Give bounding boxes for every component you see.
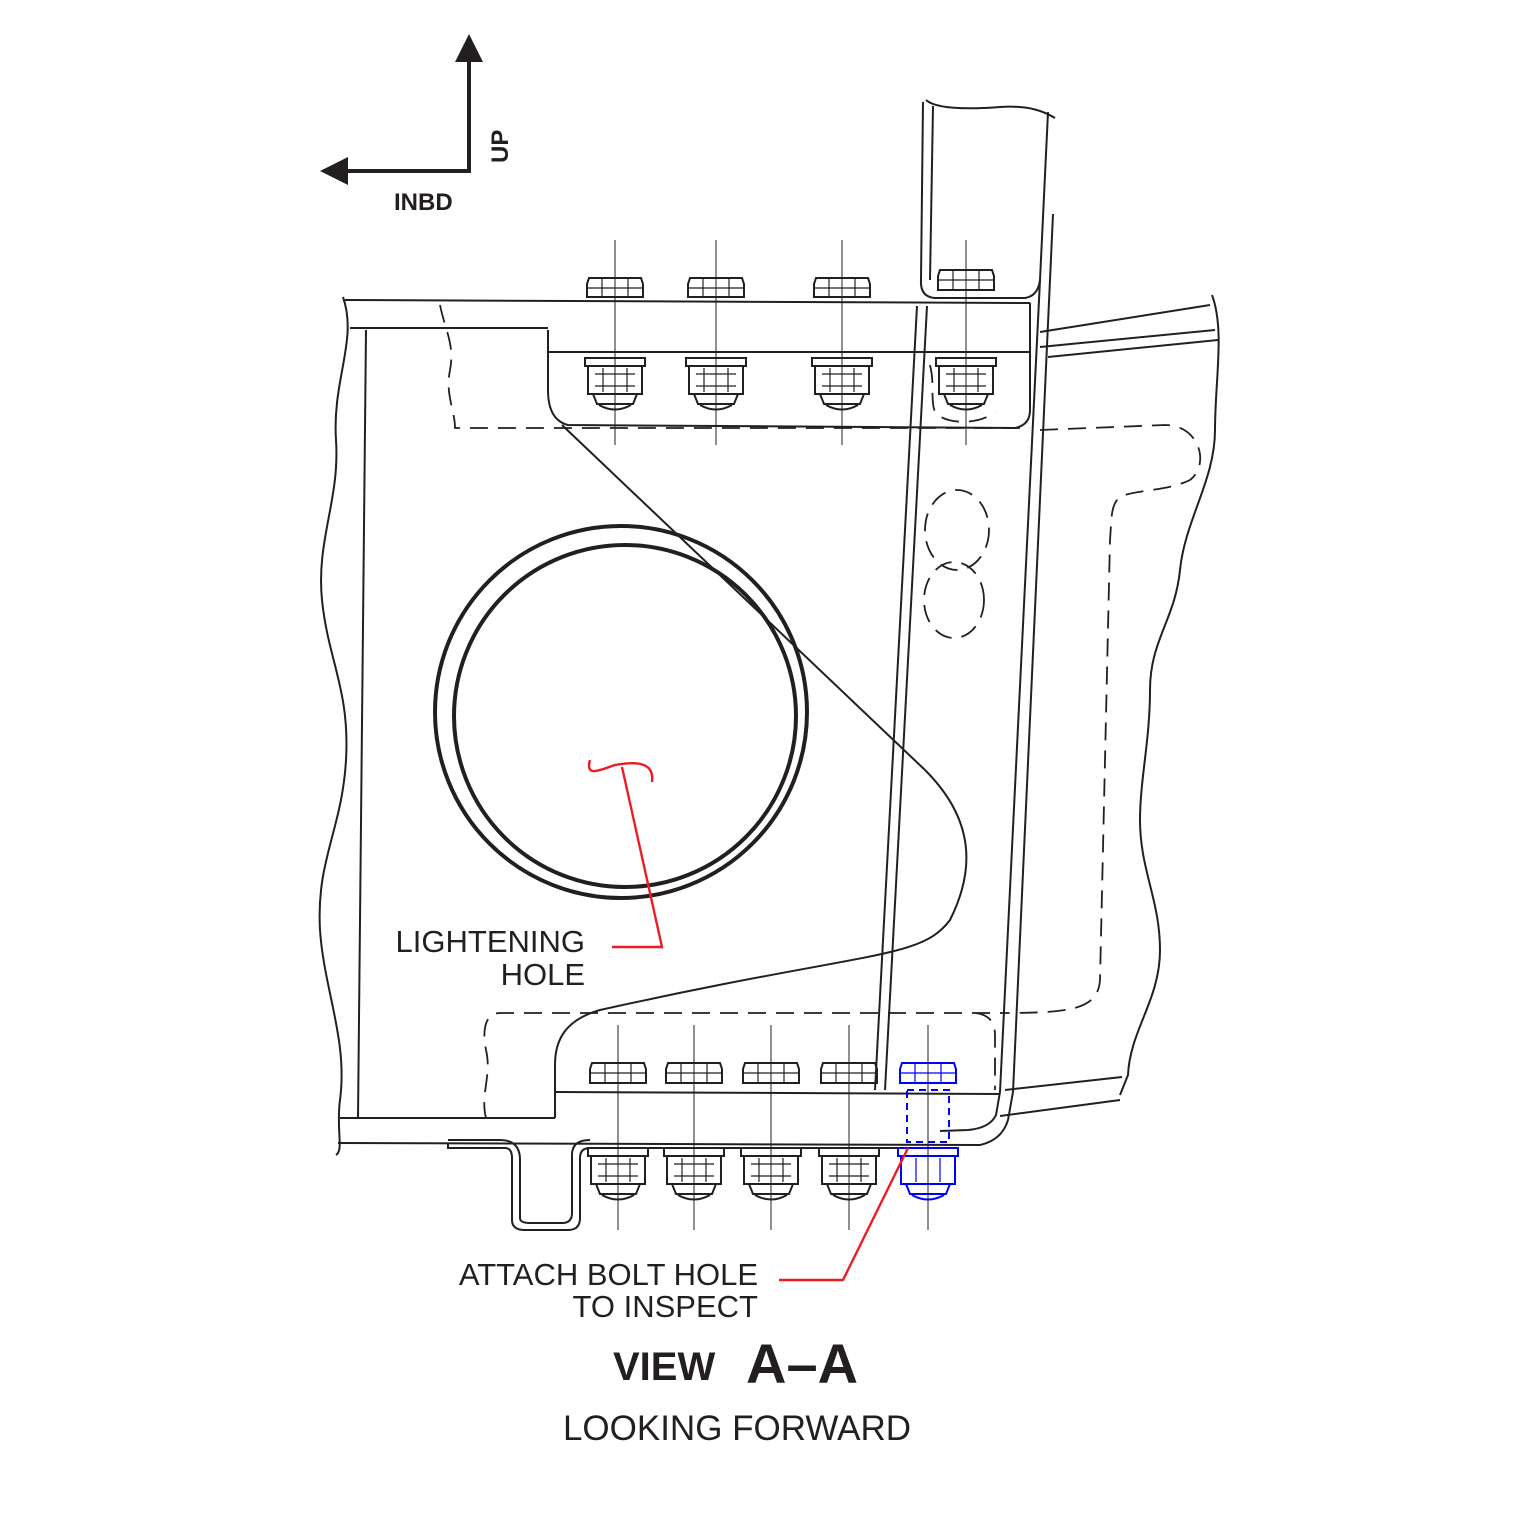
up-label: UP [487, 130, 514, 163]
lightening-hole-leader [587, 759, 654, 783]
arrow-left-icon [320, 157, 348, 185]
bolt-upper-4 [935, 240, 997, 445]
bolt-lower-4 [818, 1025, 880, 1230]
view-prefix: VIEW [613, 1345, 715, 1389]
view-subtitle: LOOKING FORWARD [563, 1409, 911, 1448]
view-name: A–A [746, 1332, 858, 1395]
lightening-hole [433, 524, 809, 900]
right-skin-structure [555, 294, 1220, 1117]
bolt-to-inspect [897, 1025, 959, 1230]
lower-clip [447, 1139, 905, 1231]
lightening-label-line2: HOLE [501, 957, 585, 992]
bolt-hole-label-line1: ATTACH BOLT HOLE [459, 1257, 758, 1292]
lower-bolt-row [587, 1025, 959, 1230]
bolt-upper-3 [811, 240, 873, 445]
inboard-label: INBD [394, 189, 453, 216]
left-web-structure [318, 296, 1031, 1156]
vertical-stiffener [874, 99, 1056, 1146]
orientation-arrows: UP INBD [320, 34, 514, 216]
hidden-lines [439, 304, 1202, 1119]
upper-bolt-row [584, 240, 997, 445]
bolt-lower-1 [587, 1025, 649, 1230]
arrow-up-icon [455, 34, 483, 62]
labels: LIGHTENING HOLE ATTACH BOLT HOLE TO INSP… [396, 924, 912, 1448]
bolt-hole-label-line2: TO INSPECT [573, 1289, 759, 1324]
bolt-upper-1 [584, 240, 646, 445]
bolt-lower-2 [663, 1025, 725, 1230]
bolt-upper-2 [685, 240, 747, 445]
bolt-hole-leader [779, 1147, 910, 1282]
callout-leaders [587, 759, 910, 1282]
lightening-label-line1: LIGHTENING [396, 924, 585, 959]
upper-angle-bracket [547, 303, 1031, 1118]
bolt-lower-3 [740, 1025, 802, 1230]
